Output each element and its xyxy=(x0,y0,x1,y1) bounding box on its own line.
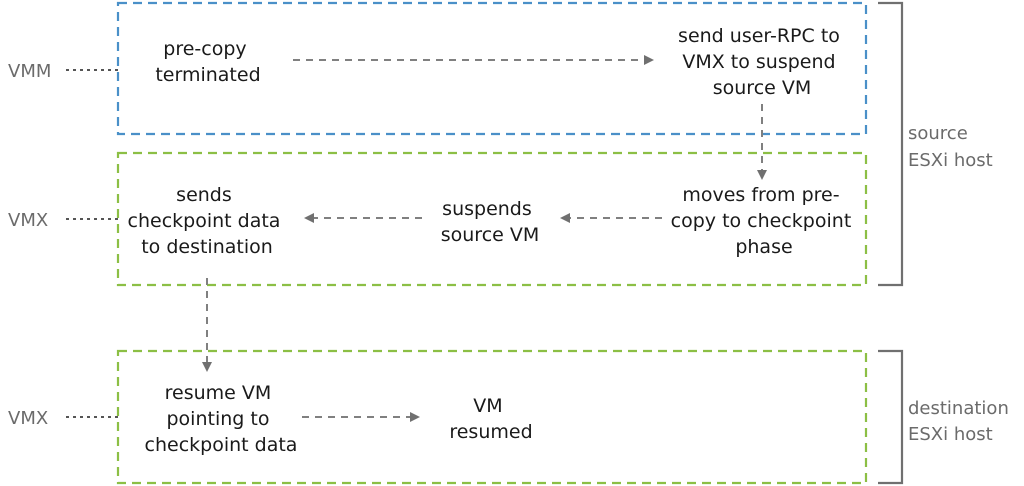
node-moves-to-checkpoint: moves from pre- copy to checkpoint phase xyxy=(671,184,858,258)
vmm-lane-box xyxy=(116,1,868,136)
node-precopy-terminated: pre-copy terminated xyxy=(155,38,260,86)
destination-vmx-lane-box xyxy=(116,349,868,485)
node-resume-vm: resume VM pointing to checkpoint data xyxy=(145,382,298,456)
destination-vmx-lane-label: VMX xyxy=(8,408,48,429)
source-vmx-lane-label: VMX xyxy=(8,210,48,231)
node-vm-resumed: VM resumed xyxy=(449,395,532,443)
source-host-label: source ESXi host xyxy=(908,123,993,171)
destination-host-brace xyxy=(878,349,904,485)
node-suspends-source: suspends source VM xyxy=(441,198,540,246)
node-send-user-rpc: send user-RPC to VMX to suspend source V… xyxy=(678,25,846,99)
vmm-lane-label: VMM xyxy=(8,61,51,82)
source-vmx-lane-box xyxy=(116,151,868,287)
node-sends-checkpoint: sends checkpoint data to destination xyxy=(128,184,287,258)
source-host-brace xyxy=(878,1,904,287)
destination-host-label: destination ESXi host xyxy=(908,398,1015,445)
